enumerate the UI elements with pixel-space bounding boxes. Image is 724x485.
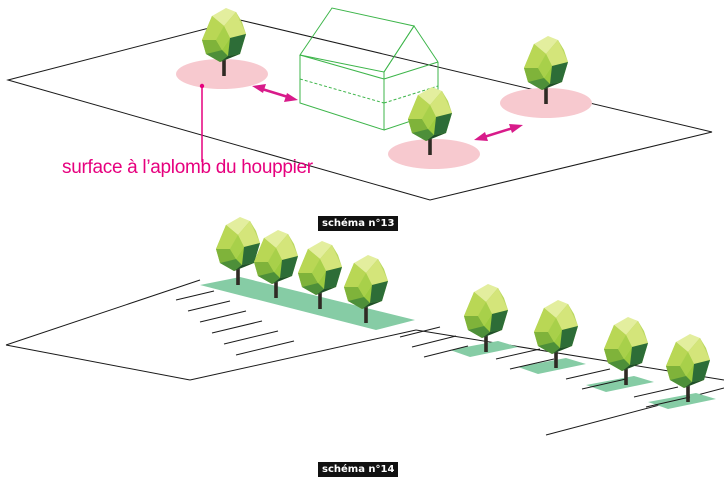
canopy-footprint-center [388, 139, 480, 169]
tree-icon [534, 300, 578, 368]
planting-strip-long [200, 277, 415, 330]
double-arrow-icon [474, 124, 523, 141]
planting-strip-short [518, 358, 586, 374]
parking-stall-lines [175, 290, 691, 408]
planting-strip-short [450, 341, 518, 357]
ground-plane-13 [6, 19, 713, 201]
tree-icon [464, 284, 508, 352]
figure-caption-13: schéma n°13 [318, 216, 399, 231]
planting-strip-short [648, 393, 716, 409]
double-arrow-icon [252, 84, 298, 102]
schema-13 [6, 7, 713, 201]
tree-icon [604, 317, 648, 385]
canopy-surface-label: surface à l’aplomb du houppier [62, 157, 313, 178]
schema-14 [5, 217, 724, 436]
figure-caption-14: schéma n°14 [318, 462, 399, 477]
tree-icon [216, 217, 260, 285]
canopy-footprint-left [176, 59, 268, 89]
tree-icon [666, 334, 710, 402]
planting-strip-short [586, 376, 654, 392]
